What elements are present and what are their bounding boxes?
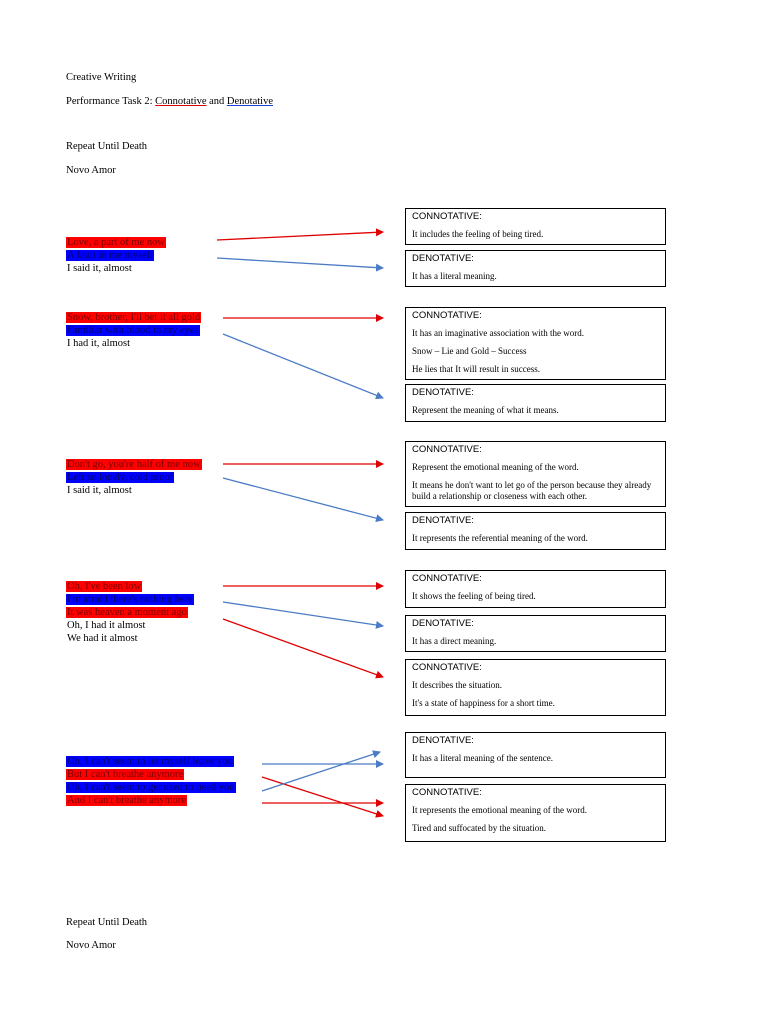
- box-heading: DENOTATIVE:: [412, 618, 474, 629]
- box-text: He lies that It will result in success.: [412, 364, 540, 374]
- connotative-box: CONNOTATIVE: Represent the emotional mea…: [405, 441, 666, 507]
- box-text: It has a literal meaning.: [412, 271, 497, 281]
- song-artist: Novo Amor: [66, 165, 116, 176]
- denotative-box: DENOTATIVE: It represents the referentia…: [405, 512, 666, 550]
- task-title: Performance Task 2: Connotative and Deno…: [66, 95, 273, 108]
- denotative-box: DENOTATIVE: It has a literal meaning.: [405, 250, 666, 287]
- box-heading: DENOTATIVE:: [412, 253, 474, 264]
- box-text: It has a literal meaning of the sentence…: [412, 753, 553, 763]
- lyric-line-connotative: Don't go, you're half of me now: [66, 459, 202, 470]
- box-text: It has an imaginative association with t…: [412, 328, 584, 338]
- lyric-line-connotative: And I can't breathe anymore: [66, 795, 188, 806]
- arrow-red: [222, 618, 384, 679]
- box-text: It includes the feeling of being tired.: [412, 229, 544, 239]
- stanza-3: Don't go, you're half of me now Left so …: [66, 458, 202, 497]
- box-heading: CONNOTATIVE:: [412, 444, 482, 455]
- stanza-4: Oh, I've been low I'm afraid there's not…: [66, 580, 194, 645]
- course-title: Creative Writing: [66, 72, 137, 83]
- connotative-box: CONNOTATIVE: It describes the situation.…: [405, 659, 666, 716]
- connotative-box: CONNOTATIVE: It shows the feeling of bei…: [405, 570, 666, 608]
- box-text: It's a state of happiness for a short ti…: [412, 698, 555, 708]
- lyric-line-denotative: Familiar with blood in my eyes: [66, 325, 200, 336]
- lyric-line: Oh, I had it almost: [67, 620, 146, 631]
- box-text: Snow – Lie and Gold – Success: [412, 346, 527, 356]
- task-and: and: [206, 96, 227, 107]
- arrow-blue: [222, 333, 384, 400]
- lyric-line-denotative: Oh, I can't seem to get used to need you: [66, 782, 236, 793]
- footer-song-artist: Novo Amor: [66, 940, 116, 951]
- box-text: It describes the situation.: [412, 680, 502, 690]
- box-heading: DENOTATIVE:: [412, 515, 474, 526]
- lyric-line-connotative: But I can't breathe anymore: [66, 769, 185, 780]
- lyric-line: I said it, almost: [67, 485, 132, 496]
- arrow-blue: [222, 601, 384, 629]
- connotative-box: CONNOTATIVE: It includes the feeling of …: [405, 208, 666, 245]
- denotative-box: DENOTATIVE: Represent the meaning of wha…: [405, 384, 666, 422]
- lyric-line-denotative: A fault in me myself: [66, 250, 155, 261]
- box-text: It represents the emotional meaning of t…: [412, 805, 587, 815]
- connotative-box: CONNOTATIVE: It has an imaginative assoc…: [405, 307, 666, 380]
- lyric-line: I had it, almost: [67, 338, 130, 349]
- song-title: Repeat Until Death: [66, 141, 148, 152]
- lyric-line-connotative: Snow, brother, I'll bet it all gold: [66, 312, 202, 323]
- box-text: It has a direct meaning.: [412, 636, 497, 646]
- task-denotative-word: Denotative: [226, 96, 273, 107]
- arrow-blue: [216, 257, 384, 272]
- box-heading: DENOTATIVE:: [412, 387, 474, 398]
- footer-song-title: Repeat Until Death: [66, 917, 148, 928]
- denotative-box: DENOTATIVE: It has a direct meaning.: [405, 615, 666, 652]
- lyric-line-denotative: Left so lonely, cold proof: [66, 472, 175, 483]
- box-heading: CONNOTATIVE:: [412, 573, 482, 584]
- box-heading: CONNOTATIVE:: [412, 662, 482, 673]
- arrow-red: [216, 228, 384, 241]
- connotative-box: CONNOTATIVE: It represents the emotional…: [405, 784, 666, 842]
- task-connotative-word: Connotative: [155, 96, 207, 107]
- box-heading: CONNOTATIVE:: [412, 310, 482, 321]
- lyric-line: We had it almost: [67, 633, 138, 644]
- box-text: Represent the meaning of what it means.: [412, 405, 559, 415]
- lyric-line-denotative: I'm afraid there's nothing here: [66, 594, 194, 605]
- lyric-line-connotative: It was heaven a moment ago: [66, 607, 188, 618]
- stanza-2: Snow, brother, I'll bet it all gold Fami…: [66, 311, 202, 350]
- arrow-red: [261, 776, 384, 818]
- arrow-blue: [261, 750, 381, 792]
- stanza-5: Oh, I can't seem to let myself leave you…: [66, 755, 236, 807]
- lyric-line-denotative: Oh, I can't seem to let myself leave you: [66, 756, 235, 767]
- box-text: It shows the feeling of being tired.: [412, 591, 536, 601]
- stanza-1: Love, a part of me now A fault in me mys…: [66, 236, 166, 275]
- box-text: It represents the referential meaning of…: [412, 533, 588, 543]
- lyric-line-connotative: Oh, I've been low: [66, 581, 143, 592]
- lyric-line: I said it, almost: [67, 263, 132, 274]
- arrow-blue: [222, 477, 384, 523]
- box-heading: CONNOTATIVE:: [412, 211, 482, 222]
- box-heading: CONNOTATIVE:: [412, 787, 482, 798]
- box-text: It means he don't want to let go of the …: [412, 480, 652, 501]
- box-text: Represent the emotional meaning of the w…: [412, 462, 579, 472]
- box-heading: DENOTATIVE:: [412, 735, 474, 746]
- lyric-line-connotative: Love, a part of me now: [66, 237, 166, 248]
- task-prefix: Performance Task 2:: [66, 96, 156, 107]
- box-text: Tired and suffocated by the situation.: [412, 823, 546, 833]
- denotative-box: DENOTATIVE: It has a literal meaning of …: [405, 732, 666, 778]
